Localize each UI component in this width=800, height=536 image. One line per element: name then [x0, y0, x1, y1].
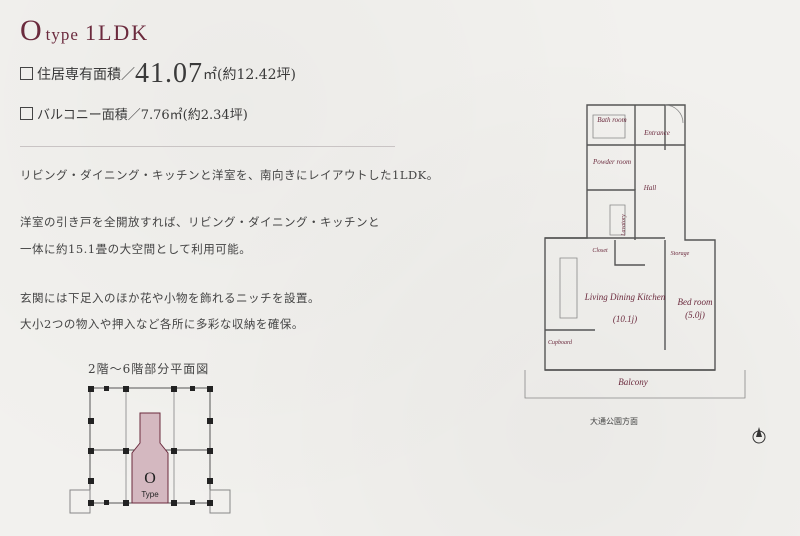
room-entrance: Entrance — [643, 129, 670, 137]
checkbox-square-icon — [20, 107, 33, 120]
unit-type-label: Type — [141, 490, 159, 499]
unit-letter: O — [144, 470, 156, 487]
room-ldk: Living Dining Kitchen — [584, 292, 666, 302]
key-plan-caption: 2階～6階部分平面図 — [88, 362, 210, 376]
living-area-value: 41.07 — [135, 58, 203, 89]
description-line: 一体に約15.1畳の大空間として利用可能。 — [20, 242, 252, 256]
north-arrow-icon — [752, 427, 766, 444]
floor-plan-drawing: Bath room Entrance Powder room Hall Lava… — [524, 104, 746, 399]
living-area: 住居専有面積／41.07㎡(約12.42坪) — [20, 58, 296, 90]
description-line: リビング・ダイニング・キッチンと洋室を、南向きにレイアウトした1LDK。 — [20, 168, 439, 182]
direction-label: 大通公園方面 — [590, 417, 638, 426]
living-area-label: 住居専有面積／ — [37, 67, 135, 83]
checkbox-square-icon — [20, 67, 33, 80]
room-cupboard: Cupboard — [548, 340, 573, 346]
key-plan-drawing: O Type — [69, 386, 231, 514]
room-balcony: Balcony — [618, 377, 648, 387]
plan-layout: 1LDK — [84, 20, 150, 45]
room-bath: Bath room — [597, 116, 627, 124]
room-closet: Closet — [592, 248, 608, 254]
room-bedroom-size: (5.0j) — [685, 310, 705, 320]
room-lavatory: Lavatory — [621, 214, 627, 237]
living-area-unit: ㎡(約12.42坪) — [203, 67, 297, 83]
room-powder: Powder room — [592, 158, 631, 166]
room-bedroom: Bed room — [678, 297, 713, 307]
description-line: 大小2つの物入や押入など各所に多彩な収納を確保。 — [20, 317, 304, 331]
description-line: 玄関には下足入のほか花や小物を飾れるニッチを設置。 — [20, 291, 320, 305]
divider — [20, 146, 395, 147]
room-hall: Hall — [643, 184, 657, 192]
plan-type-letter: O — [20, 14, 42, 47]
balcony-area: バルコニー面積／7.76㎡(約2.34坪) — [20, 104, 248, 123]
room-ldk-size: (10.1j) — [613, 314, 637, 324]
highlighted-unit — [131, 412, 169, 504]
description-line: 洋室の引き戸を全開放すれば、リビング・ダイニング・キッチンと — [20, 215, 380, 229]
plan-type-word: type — [45, 25, 79, 44]
room-storage: Storage — [671, 251, 690, 257]
balcony-area-text: バルコニー面積／7.76㎡(約2.34坪) — [37, 108, 248, 123]
